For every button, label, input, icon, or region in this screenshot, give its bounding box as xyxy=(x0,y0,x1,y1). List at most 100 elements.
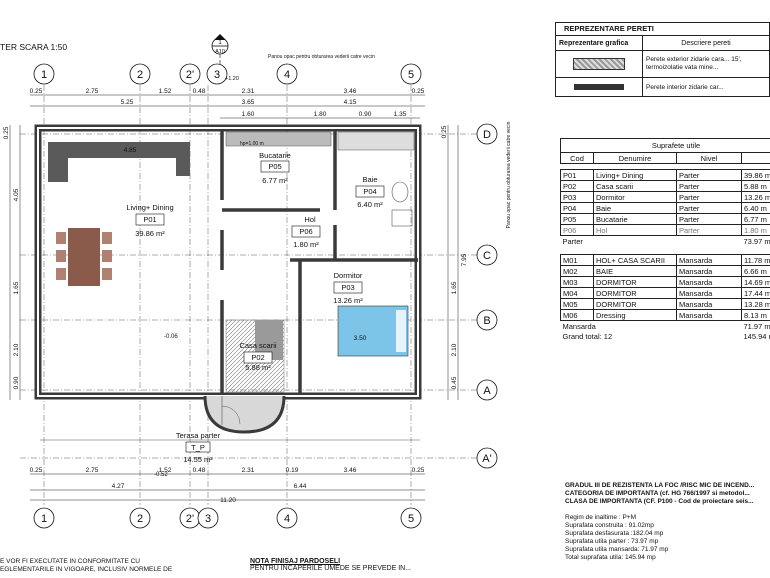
regime-line: Suprafata desfasurata :182.04 mp xyxy=(565,530,664,537)
regime-line: Regim de inaltime : P+M xyxy=(565,514,636,521)
svg-text:0.25: 0.25 xyxy=(441,125,448,138)
level-120: +1.20 xyxy=(225,76,239,82)
svg-text:4: 4 xyxy=(284,513,290,525)
svg-text:0.25: 0.25 xyxy=(30,467,43,474)
bed: 3.50 xyxy=(337,305,409,357)
axis-bubbles-bottom: 1 2 2' 3 4 5 xyxy=(33,507,422,529)
legend-swatch-interior xyxy=(555,77,643,97)
level-stair: -0.06 xyxy=(164,334,178,340)
room-stair: Casa scarii P02 5.88 m² xyxy=(239,341,276,372)
svg-text:Dormitor: Dormitor xyxy=(334,271,363,280)
svg-text:4.05: 4.05 xyxy=(13,188,20,201)
svg-text:3.46: 3.46 xyxy=(344,467,357,474)
top-dimensions xyxy=(30,94,425,119)
svg-text:13.26 m²: 13.26 m² xyxy=(333,296,363,305)
svg-text:1.80 m²: 1.80 m² xyxy=(293,240,319,249)
room-bath: Baie P04 6.40 m² xyxy=(355,175,385,209)
svg-text:P03: P03 xyxy=(341,283,354,292)
svg-text:0.25: 0.25 xyxy=(3,126,10,139)
svg-text:2.75: 2.75 xyxy=(86,88,99,95)
svg-text:5: 5 xyxy=(408,69,414,81)
general-notes: E VOR FI EXECUTATE IN CONFORMITATE CU EG… xyxy=(0,558,173,573)
svg-text:4.85: 4.85 xyxy=(124,147,137,154)
plan-title: TER SCARA 1:50 xyxy=(0,42,67,52)
svg-text:2.31: 2.31 xyxy=(242,467,255,474)
axis-bubbles-top: 1 2 2' 3 4 5 xyxy=(33,63,422,85)
svg-text:1.60: 1.60 xyxy=(242,111,255,118)
svg-text:1: 1 xyxy=(41,513,47,525)
entrance-bay xyxy=(203,395,286,434)
regime-line: Suprafata construita : 91.02mp xyxy=(565,522,654,529)
svg-text:6.44: 6.44 xyxy=(294,483,307,490)
dining-table xyxy=(56,228,112,286)
svg-text:P05: P05 xyxy=(268,162,281,171)
regime-line: Suprafata utila mansarda: 71.97 mp xyxy=(565,546,669,553)
svg-text:1: 1 xyxy=(218,40,222,46)
svg-text:Baie: Baie xyxy=(362,175,377,184)
legend-swatch-exterior xyxy=(555,50,643,78)
svg-text:1: 1 xyxy=(41,69,47,81)
svg-text:4.15: 4.15 xyxy=(344,99,357,106)
svg-text:0.90: 0.90 xyxy=(359,111,372,118)
svg-text:0.25: 0.25 xyxy=(30,88,43,95)
svg-text:Living+ Dining: Living+ Dining xyxy=(126,203,173,212)
svg-text:2.75: 2.75 xyxy=(86,467,99,474)
svg-text:1.80: 1.80 xyxy=(314,111,327,118)
legend-desc-interior: Perete interior zidarie car... xyxy=(642,77,770,97)
regime-line: Suprafata utila parter : 73.97 mp xyxy=(565,538,659,545)
svg-text:2.31: 2.31 xyxy=(242,88,255,95)
svg-text:C: C xyxy=(483,250,491,262)
svg-text:2: 2 xyxy=(137,513,143,525)
room-bedroom: Dormitor P03 13.26 m² xyxy=(333,271,363,305)
surfaces-caption: Suprafete utile xyxy=(560,138,770,152)
svg-text:0.48: 0.48 xyxy=(193,467,206,474)
floor-finish-note: NOTA FINISAJ PARDOSELI PENTRU INCAPERILE… xyxy=(250,558,412,572)
left-dimensions xyxy=(9,125,21,400)
room-terrace: Terasa parter T_P 14.55 m² xyxy=(176,431,221,464)
svg-text:5.25: 5.25 xyxy=(121,99,134,106)
legend-title: REPREZENTARE PERETI xyxy=(555,22,770,35)
svg-text:0.25: 0.25 xyxy=(412,467,425,474)
svg-text:Hol: Hol xyxy=(304,215,316,224)
svg-text:0.45: 0.45 xyxy=(451,376,458,389)
svg-text:Casa scarii: Casa scarii xyxy=(239,341,276,350)
svg-text:1.52: 1.52 xyxy=(159,467,172,474)
svg-text:1.65: 1.65 xyxy=(13,281,20,294)
svg-text:P02: P02 xyxy=(251,353,264,362)
kitchen-counter xyxy=(225,131,332,147)
right-dimensions xyxy=(447,125,459,400)
svg-text:6.77 m²: 6.77 m² xyxy=(262,176,288,185)
level-hp: hp=1.00 m xyxy=(240,141,264,147)
room-hall: Hol P06 1.80 m² xyxy=(291,215,321,249)
svg-text:5.88 m²: 5.88 m² xyxy=(245,363,271,372)
interior-walls xyxy=(220,130,418,394)
svg-text:14.55 m²: 14.55 m² xyxy=(183,455,213,464)
svg-text:2': 2' xyxy=(186,513,194,525)
svg-text:11.20: 11.20 xyxy=(220,497,236,504)
svg-text:7.95: 7.95 xyxy=(461,253,468,266)
wall-legend: REPREZENTARE PERETI Reprezentare grafica… xyxy=(555,22,770,97)
svg-text:2.10: 2.10 xyxy=(451,343,458,356)
bottom-dimensions xyxy=(30,473,425,501)
svg-text:5: 5 xyxy=(408,513,414,525)
svg-text:0.19: 0.19 xyxy=(286,467,299,474)
svg-text:Bucatarie: Bucatarie xyxy=(259,151,291,160)
svg-text:4.27: 4.27 xyxy=(112,483,125,490)
section-marker: 1 A10 xyxy=(211,34,229,80)
svg-text:T_P: T_P xyxy=(191,443,205,452)
svg-text:A: A xyxy=(483,385,491,397)
svg-text:P01: P01 xyxy=(143,215,156,224)
svg-text:0.48: 0.48 xyxy=(193,88,206,95)
